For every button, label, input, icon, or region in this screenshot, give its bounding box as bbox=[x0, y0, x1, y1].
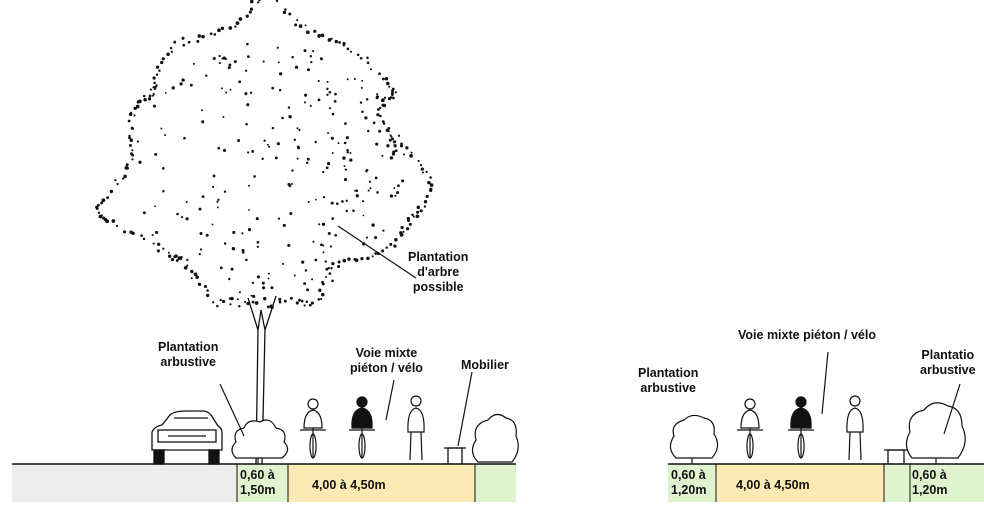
shrub-label-line-1: Plantation bbox=[158, 340, 219, 354]
shrub-left-label-line-1: Plantation bbox=[638, 366, 699, 380]
shrub-icon bbox=[905, 402, 966, 464]
dim-shrub-line-2: 1,50m bbox=[240, 483, 276, 497]
shrub-leader-line bbox=[219, 383, 245, 437]
cyclist-icon bbox=[737, 398, 763, 459]
dim-lane-width-right: 4,00 à 4,50m bbox=[736, 478, 810, 492]
furniture-leader-line bbox=[457, 371, 473, 447]
shrub-label: Plantation arbustive bbox=[158, 340, 218, 370]
pedestrian-icon bbox=[846, 395, 864, 461]
furniture-label: Mobilier bbox=[461, 358, 509, 372]
bench-icon bbox=[884, 449, 908, 464]
mixed-lane bbox=[288, 464, 475, 502]
car-icon bbox=[151, 410, 223, 465]
tree-label: Plantation d'arbre possible bbox=[408, 250, 468, 295]
bench-icon bbox=[444, 447, 466, 464]
lane-label-line-1: Voie mixte bbox=[355, 346, 418, 360]
shrub-strip bbox=[910, 464, 984, 502]
shrub-label-line-2: arbustive bbox=[160, 355, 216, 369]
dim-shrub-line-1: 0,60 à bbox=[240, 468, 275, 482]
tree-canopy bbox=[95, 0, 434, 310]
shrub-left-label-line-2: arbustive bbox=[640, 381, 696, 395]
shrub-label-right-left: Plantation arbustive bbox=[638, 366, 698, 396]
tree-trunk bbox=[247, 295, 277, 465]
pedestrian-icon bbox=[407, 395, 425, 461]
shrub-right-label-line-1: Plantatio bbox=[921, 348, 975, 362]
road-surface bbox=[12, 464, 237, 502]
shrub-icon bbox=[471, 413, 519, 463]
shrub-icon bbox=[231, 419, 289, 464]
dim-shrub-right-line-2: 1,20m bbox=[912, 483, 948, 497]
shrub-label-right-right: Plantatio arbustive bbox=[920, 348, 976, 378]
shrub-leader-line bbox=[943, 383, 961, 435]
lane-leader-line bbox=[821, 351, 829, 415]
dim-shrub-right-width: 0,60 à 1,20m bbox=[912, 468, 947, 498]
mixed-lane bbox=[716, 464, 884, 502]
shrub-right-label-line-2: arbustive bbox=[920, 363, 976, 377]
shrub-icon bbox=[669, 414, 719, 464]
dim-shrub-left-line-2: 1,20m bbox=[671, 483, 707, 497]
cyclist-icon bbox=[300, 398, 326, 459]
tree-label-line-1: Plantation bbox=[408, 250, 469, 264]
dim-shrub-right-line-1: 0,60 à bbox=[912, 468, 947, 482]
shrub-strip bbox=[668, 464, 716, 502]
cyclist-icon bbox=[788, 396, 814, 459]
cyclist-icon bbox=[349, 396, 375, 459]
lane-label-right: Voie mixte piéton / vélo bbox=[738, 328, 876, 342]
lane-leader-line bbox=[385, 379, 395, 421]
shrub-strip bbox=[237, 464, 288, 502]
dim-shrub-width: 0,60 à 1,50m bbox=[240, 468, 275, 498]
furniture-strip bbox=[884, 464, 910, 502]
dim-lane-width: 4,00 à 4,50m bbox=[312, 478, 386, 492]
dim-shrub-left-line-1: 0,60 à bbox=[671, 468, 706, 482]
lane-label: Voie mixte piéton / vélo bbox=[350, 346, 423, 376]
dim-shrub-left-width: 0,60 à 1,20m bbox=[671, 468, 706, 498]
tree-label-line-2: d'arbre bbox=[417, 265, 460, 279]
tree-label-line-3: possible bbox=[412, 280, 464, 294]
furniture-strip bbox=[475, 464, 516, 502]
tree-leader-line bbox=[337, 225, 417, 279]
lane-label-line-2: piéton / vélo bbox=[350, 361, 423, 375]
